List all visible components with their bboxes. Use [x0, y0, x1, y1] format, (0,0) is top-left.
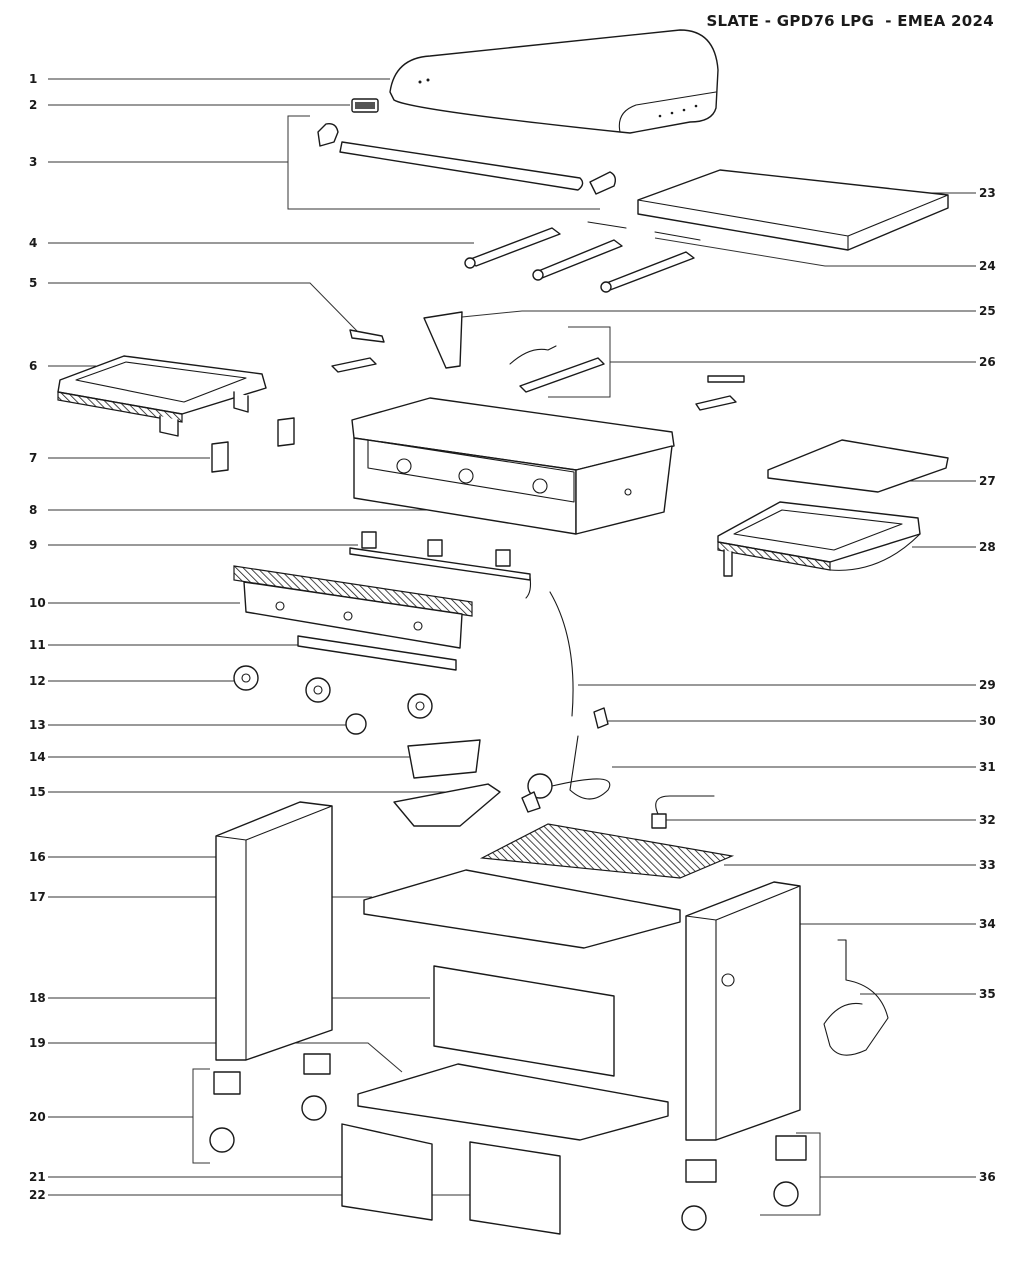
part-26-igniter-bracket — [509, 345, 605, 393]
callout-10: 10 — [29, 596, 46, 610]
part-17-upper-bottom-panel — [363, 869, 681, 949]
part-28-right-shelf-frame — [717, 501, 921, 577]
part-9-valve-manifold — [349, 531, 532, 599]
callout-19: 19 — [29, 1036, 46, 1050]
callout-36: 36 — [979, 1170, 996, 1184]
callout-9: 9 — [29, 538, 38, 552]
part-1-lid — [389, 29, 719, 134]
callout-27: 27 — [979, 474, 996, 488]
callout-5: 5 — [29, 276, 38, 290]
part-30-fitting — [593, 707, 609, 729]
part-7-brackets — [211, 417, 295, 473]
part-36-casters — [681, 1135, 807, 1231]
part-14-grease-cup — [407, 739, 481, 779]
part-34-right-side-panel — [685, 881, 801, 1141]
callout-34: 34 — [979, 917, 996, 931]
part-22-right-door — [469, 1141, 561, 1235]
callout-24: 24 — [979, 259, 996, 273]
part-10-control-panel — [233, 565, 473, 649]
callout-11: 11 — [29, 638, 46, 652]
part-20-casters — [209, 1053, 331, 1153]
callout-18: 18 — [29, 991, 46, 1005]
callout-25: 25 — [979, 304, 996, 318]
part-16-left-side-panel — [215, 801, 333, 1061]
part-11-trim-strip — [297, 635, 457, 671]
callout-3: 3 — [29, 155, 38, 169]
part-6-left-shelf-frame — [57, 355, 267, 437]
part-27-side-shelf — [767, 439, 949, 493]
callout-6: 6 — [29, 359, 38, 373]
callout-28: 28 — [979, 540, 996, 554]
part-33-grate — [479, 823, 735, 879]
callout-26: 26 — [979, 355, 996, 369]
part-35-tank-holder — [823, 939, 889, 1056]
part-19-lower-bottom-panel — [357, 1063, 669, 1141]
part-24-rod — [587, 221, 701, 241]
callout-13: 13 — [29, 718, 46, 732]
callout-7: 7 — [29, 451, 38, 465]
callout-30: 30 — [979, 714, 996, 728]
part-15-grease-tray — [393, 783, 501, 827]
callout-12: 12 — [29, 674, 46, 688]
callout-8: 8 — [29, 503, 38, 517]
callout-31: 31 — [979, 760, 996, 774]
callout-23: 23 — [979, 186, 996, 200]
callout-32: 32 — [979, 813, 996, 827]
part-5-clips — [331, 329, 745, 411]
leader-lines — [48, 78, 976, 1216]
diagram-title: SLATE - GPD76 LPG - EMEA 2024 — [706, 12, 994, 30]
part-3-lid-handle — [317, 122, 617, 195]
callout-14: 14 — [29, 750, 46, 764]
callout-35: 35 — [979, 987, 996, 1001]
callout-29: 29 — [979, 678, 996, 692]
callout-20: 20 — [29, 1110, 46, 1124]
callout-17: 17 — [29, 890, 46, 904]
callout-15: 15 — [29, 785, 46, 799]
part-32-igniter — [651, 795, 715, 829]
part-4-burners — [464, 227, 695, 293]
part-12-control-knobs — [233, 665, 433, 719]
part-23-griddle-plate — [637, 169, 949, 251]
part-25-grease-funnel — [423, 311, 463, 369]
callout-21: 21 — [29, 1170, 46, 1184]
part-31-regulator — [521, 735, 611, 813]
part-29-gas-hose — [549, 591, 574, 717]
callout-2: 2 — [29, 98, 38, 112]
part-21-left-door — [341, 1123, 433, 1221]
part-13-bezel-ring — [345, 713, 367, 735]
part-18-back-panel — [433, 965, 615, 1077]
callout-16: 16 — [29, 850, 46, 864]
callout-22: 22 — [29, 1188, 46, 1202]
callout-1: 1 — [29, 72, 38, 86]
callout-33: 33 — [979, 858, 996, 872]
callout-4: 4 — [29, 236, 38, 250]
part-8-firebox — [351, 397, 675, 535]
